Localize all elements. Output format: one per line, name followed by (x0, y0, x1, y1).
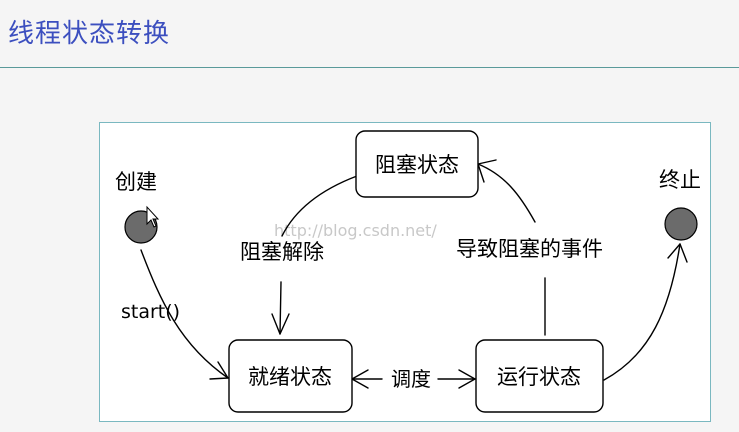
arrowhead-terminate (667, 243, 688, 263)
edge-terminate (603, 243, 681, 381)
watermark-text: http://blog.csdn.net/ (274, 221, 437, 240)
transition-dispatch-label: 调度 (391, 367, 431, 391)
transition-unblock-label: 阻塞解除 (240, 240, 324, 264)
state-ready (228, 339, 353, 413)
create-label: 创建 (115, 170, 157, 194)
edge-start (140, 249, 229, 379)
arrowhead-unblock (271, 313, 290, 335)
state-running (475, 339, 604, 413)
edge-unblock-lower (279, 281, 282, 335)
edge-unblock (281, 175, 358, 237)
edge-block-upper (477, 163, 536, 223)
title-divider (0, 67, 739, 68)
terminate-label: 终止 (659, 168, 701, 192)
slide-title: 线程状态转换 (8, 19, 171, 49)
transition-start-label: start() (121, 301, 180, 323)
arrowhead-block (477, 159, 497, 183)
state-blocked-label: 阻塞状态 (375, 153, 459, 177)
terminate-node (664, 207, 698, 241)
cursor-icon (146, 205, 160, 228)
arrowhead-start (209, 361, 229, 380)
arrowhead-dispatch-right (458, 369, 476, 389)
transition-block-event-label: 导致阻塞的事件 (456, 237, 603, 261)
state-ready-label: 就绪状态 (248, 365, 332, 389)
state-running-label: 运行状态 (497, 365, 581, 389)
state-blocked (355, 130, 479, 198)
